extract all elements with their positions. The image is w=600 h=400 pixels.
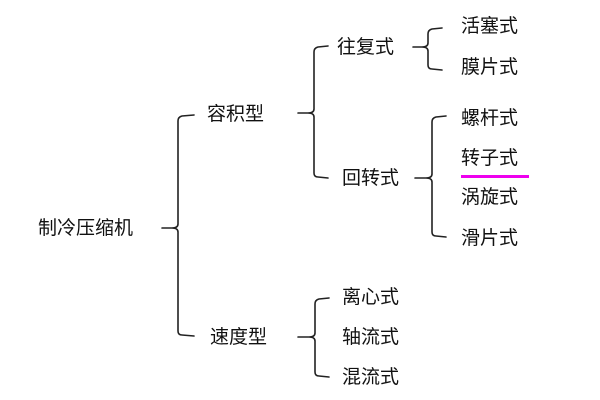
node-dynamic: 速度型 [210,326,268,348]
brace-positive-displacement [297,45,329,179]
node-screw: 螺杆式 [461,107,519,129]
node-reciprocating: 往复式 [337,36,395,58]
node-rotor: 转子式 [461,147,519,169]
node-sliding-vane: 滑片式 [461,227,519,249]
node-scroll: 涡旋式 [461,186,519,208]
node-piston: 活塞式 [461,15,519,37]
node-centrifugal: 离心式 [342,286,400,308]
node-axial: 轴流式 [342,326,400,348]
node-positive-displacement: 容积型 [207,103,265,125]
brace-rotary [414,115,447,238]
node-mixed-flow: 混流式 [342,366,400,388]
brace-dynamic [297,297,330,378]
brace-root [161,114,195,337]
node-refrigeration-compressor: 制冷压缩机 [38,217,134,239]
node-diaphragm: 膜片式 [461,56,519,78]
highlight-underline [461,175,529,178]
node-rotary: 回转式 [342,167,400,189]
brace-reciprocating [412,27,443,71]
